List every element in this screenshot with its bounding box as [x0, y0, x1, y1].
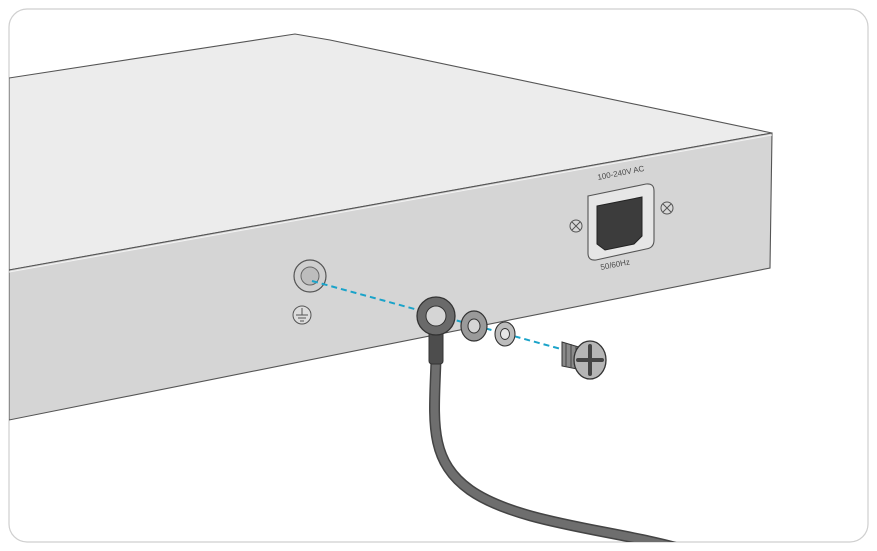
ground-screw-hole: [293, 259, 327, 293]
mount-screw-right-icon: [660, 201, 674, 215]
mount-screw-left-icon: [569, 219, 583, 233]
washer-icon: [460, 310, 488, 342]
device-rear-panel: [9, 132, 773, 421]
device-top-surface: [9, 33, 773, 271]
small-washer-icon: [494, 321, 516, 347]
iec-c14-power-inlet-icon: [569, 183, 674, 261]
panel-edge-highlight: [9, 134, 773, 273]
phillips-screw-icon: [561, 340, 607, 380]
ring-terminal-icon: [416, 296, 456, 365]
earth-ground-icon: [292, 305, 312, 325]
